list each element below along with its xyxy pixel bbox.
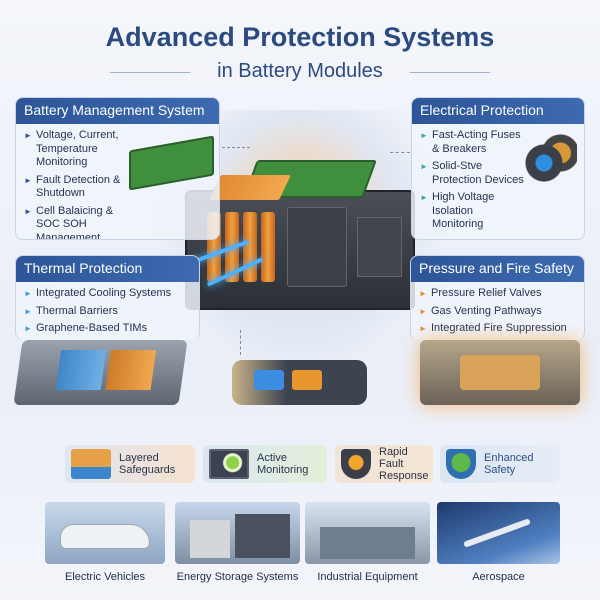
badge-rapid-fault-response: Rapid Fault Response bbox=[335, 445, 433, 483]
list-item: Gas Venting Pathways bbox=[419, 305, 576, 319]
shield-check-green-icon bbox=[446, 449, 476, 479]
badge-active-monitoring: Active Monitoring bbox=[203, 445, 327, 483]
app-label: Electric Vehicles bbox=[64, 571, 146, 583]
list-item: Integrated Cooling Systems bbox=[24, 287, 191, 301]
app-image-aerospace bbox=[437, 502, 560, 564]
badge-enhanced-safety: Enhanced Safety bbox=[440, 445, 560, 483]
connector-line bbox=[390, 152, 410, 153]
badge-layered-safeguards: Layered Safeguards bbox=[65, 445, 195, 483]
app-image-energy-storage bbox=[175, 502, 300, 564]
page-subtitle: in Battery Modules bbox=[217, 60, 383, 82]
cell-top-image bbox=[209, 175, 291, 200]
list-item: Solid-Stve Protection Devices bbox=[420, 160, 524, 187]
list-item: Graphene-Based TIMs bbox=[24, 322, 191, 336]
app-image-electric-vehicles bbox=[45, 502, 165, 564]
fuse-image bbox=[522, 133, 577, 183]
connector-line bbox=[222, 147, 250, 148]
panel-title: Pressure and Fire Safety bbox=[411, 256, 584, 282]
pressure-panel: Pressure and Fire Safety Pressure Relief… bbox=[410, 255, 585, 340]
badge-label: Active Monitoring bbox=[257, 452, 309, 476]
connector-line bbox=[240, 330, 241, 355]
shield-check-icon bbox=[341, 449, 371, 479]
monitor-icon bbox=[209, 449, 249, 479]
badge-label: Layered Safeguards bbox=[119, 452, 176, 476]
app-label: Aerospace bbox=[472, 571, 525, 583]
list-item: Integrated Fire Suppression bbox=[419, 322, 576, 336]
app-image-industrial bbox=[305, 502, 430, 564]
badge-label: Enhanced Safety bbox=[484, 452, 534, 476]
panel-title: Battery Management System bbox=[16, 98, 219, 124]
bms-board-image bbox=[129, 135, 214, 191]
list-item: Fast-Acting Fuses & Breakers bbox=[420, 129, 524, 156]
divider bbox=[410, 72, 490, 73]
list-item: Voltage, Current, Temperature Monitoring bbox=[24, 129, 123, 170]
sensor-device-image bbox=[232, 360, 367, 405]
divider bbox=[110, 72, 190, 73]
thermal-module-image bbox=[13, 340, 188, 405]
fire-module-image bbox=[420, 340, 580, 405]
list-item: High Voltage Isolation Monitoring bbox=[420, 191, 524, 232]
bms-panel: Battery Management System Voltage, Curre… bbox=[15, 97, 220, 240]
page-title: Advanced Protection Systems bbox=[105, 22, 495, 52]
app-label: Energy Storage Systems bbox=[176, 571, 299, 583]
list-item: Cell Balaicing & SOC SOH Management bbox=[24, 205, 123, 240]
electrical-panel: Electrical Protection Fast-Acting Fuses … bbox=[411, 97, 585, 240]
thermal-panel: Thermal Protection Integrated Cooling Sy… bbox=[15, 255, 200, 340]
panel-title: Electrical Protection bbox=[412, 98, 584, 124]
list-item: Thermal Barriers bbox=[24, 305, 191, 319]
list-item: Pressure Relief Valves bbox=[419, 287, 576, 301]
list-item: Fault Detection & Shutdown bbox=[24, 174, 123, 201]
badge-label: Rapid Fault Response bbox=[379, 446, 429, 482]
panel-title: Thermal Protection bbox=[16, 256, 199, 282]
layers-icon bbox=[71, 449, 111, 479]
app-label: Industrial Equipment bbox=[317, 571, 418, 583]
